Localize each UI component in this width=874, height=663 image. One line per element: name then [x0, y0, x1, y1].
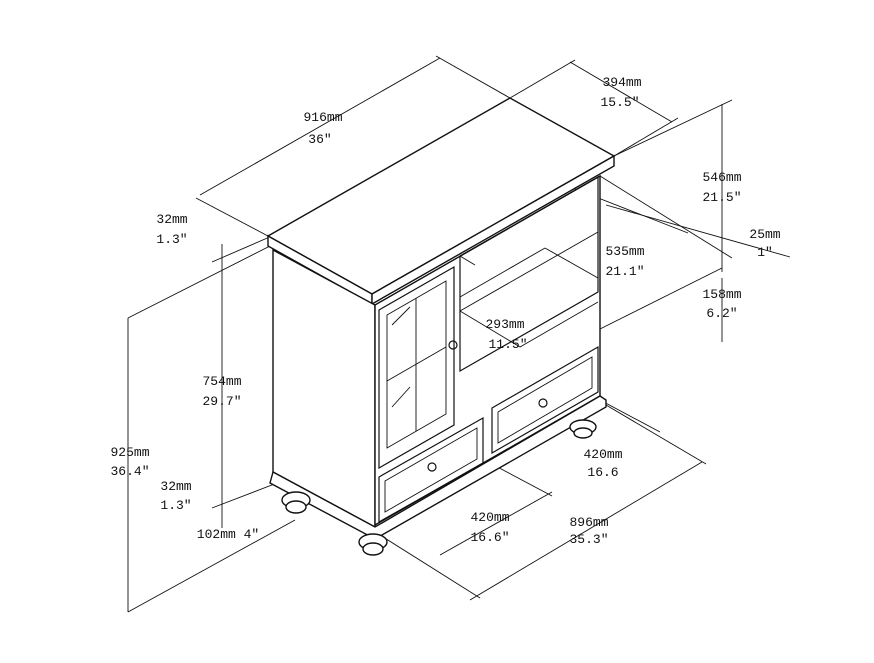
- dim-width-top-mm: 916mm: [303, 110, 343, 125]
- dim-base-thickness-mm: 32mm: [160, 479, 192, 494]
- dim-top-thickness-left-mm: 32mm: [156, 212, 188, 227]
- cabinet-top: [266, 97, 616, 306]
- dim-top-thickness-right-in: 1″: [757, 245, 773, 260]
- dim-shelf-gap-mm: 158mm: [702, 287, 742, 302]
- dim-depth-top-in: 15.5″: [600, 95, 640, 110]
- dim-top-thickness-left-in: 1.3″: [156, 232, 188, 247]
- glass-door: [378, 265, 458, 470]
- dim-base-width-mm: 896mm: [569, 515, 609, 530]
- drawer-knob-icon: [427, 462, 437, 472]
- dim-base-thickness-in: 1.3″: [160, 498, 192, 513]
- dim-drawer-left-in: 16.6″: [470, 530, 510, 545]
- dim-body-height-in: 29.7″: [202, 394, 242, 409]
- dim-width-top-in: 36″: [308, 132, 332, 147]
- dim-body-height-mm: 754mm: [202, 374, 242, 389]
- dim-upper-height-mm: 546mm: [702, 170, 742, 185]
- dim-top-thickness-right-mm: 25mm: [749, 227, 781, 242]
- open-shelf-area: [459, 175, 599, 373]
- dim-drawer-right-in: 16.6: [587, 465, 619, 480]
- dim-drawer-right-mm: 420mm: [583, 447, 623, 462]
- base-molding: [269, 395, 607, 540]
- dim-base-width-in: 35.3″: [569, 532, 609, 547]
- dim-upper-height-in: 21.5″: [702, 190, 742, 205]
- drawer-knob-icon: [538, 398, 548, 408]
- dim-shelf-gap-in: 6.2″: [706, 306, 738, 321]
- drawer-left: [378, 416, 484, 524]
- dim-total-height-mm: 925mm: [110, 445, 150, 460]
- dim-shelf-width-mm: 535mm: [605, 244, 645, 259]
- dim-shelf-depth-mm: 293mm: [485, 317, 525, 332]
- dim-shelf-width-in: 21.1″: [605, 264, 645, 279]
- dim-foot-height: 102mm 4″: [196, 527, 260, 542]
- dim-drawer-left-mm: 420mm: [470, 510, 510, 525]
- door-knob-icon: [448, 340, 458, 350]
- bun-feet: [281, 419, 597, 556]
- dim-shelf-depth-in: 11.5″: [488, 337, 528, 352]
- drawer-right: [491, 345, 599, 455]
- dim-depth-top-mm: 394mm: [602, 75, 642, 90]
- dim-total-height-in: 36.4″: [110, 464, 150, 479]
